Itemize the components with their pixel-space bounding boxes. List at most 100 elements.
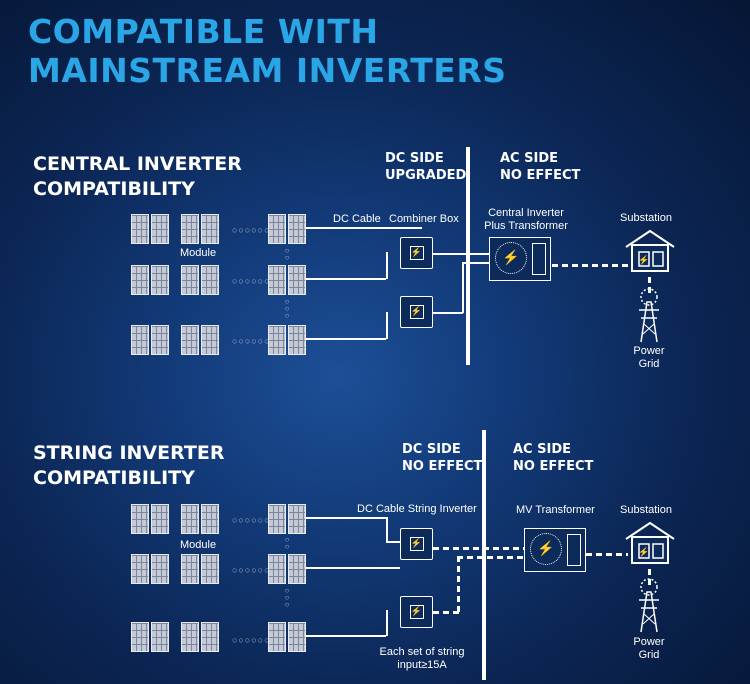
solar-panel-icon xyxy=(151,265,169,295)
ac-connection-dashed-line xyxy=(457,556,524,559)
dc-cable-wire xyxy=(306,227,422,229)
solar-panel-icon xyxy=(131,325,149,355)
solar-panel-icon xyxy=(131,265,149,295)
solar-panel-icon xyxy=(131,214,149,244)
string-input-note: Each set of string input≥15A xyxy=(366,646,478,672)
solar-panel-icon xyxy=(151,214,169,244)
solar-panel-icon xyxy=(201,622,219,652)
continuation-dots: ○○○○○○ xyxy=(232,336,271,346)
page-headline: COMPATIBLE WITH MAINSTREAM INVERTERS xyxy=(28,12,507,90)
inverter-label-line-1: Central Inverter xyxy=(488,207,564,219)
dc-cable-wire xyxy=(386,312,388,339)
continuation-dots: ○○○○○○ xyxy=(232,635,271,645)
string-inverter-icon: ⚡ xyxy=(400,528,433,560)
continuation-dots: ○○○○○○ xyxy=(232,276,271,286)
cabinet-icon xyxy=(567,534,581,566)
inverter-label-line-2: Plus Transformer xyxy=(484,220,568,232)
svg-text:⚡: ⚡ xyxy=(638,546,649,558)
continuation-dots-vertical: ○○ xyxy=(284,246,290,262)
mv-transformer-label: MV Transformer xyxy=(516,504,595,516)
solar-panel-icon xyxy=(151,554,169,584)
solar-panel-icon xyxy=(288,325,306,355)
solar-panel-icon xyxy=(201,504,219,534)
central-inverter-label: Central Inverter Plus Transformer xyxy=(476,207,576,233)
dc-cable-wire xyxy=(306,278,386,280)
power-grid-tower-icon xyxy=(639,578,659,633)
string-ac-side-label: AC SIDE NO EFFECT xyxy=(513,441,593,475)
central-section-title: CENTRAL INVERTER COMPATIBILITY xyxy=(33,152,242,202)
ac-connection-dashed-line xyxy=(586,553,628,556)
solar-panel-icon xyxy=(181,325,199,355)
headline-line-1: COMPATIBLE WITH xyxy=(28,12,379,51)
continuation-dots-vertical: ○○○ xyxy=(284,297,290,320)
string-substation-label: Substation xyxy=(620,504,672,516)
combiner-output-wire xyxy=(462,262,464,313)
central-title-line-1: CENTRAL INVERTER xyxy=(33,153,242,175)
power-grid-tower-icon xyxy=(639,288,659,343)
solar-panel-icon xyxy=(268,554,286,584)
solar-panel-icon xyxy=(268,504,286,534)
dc-cable-wire xyxy=(306,517,386,519)
solar-panel-icon xyxy=(268,325,286,355)
ac-side-line-2: NO EFFECT xyxy=(500,168,581,183)
solar-panel-icon xyxy=(288,265,306,295)
inverter-box-icon: ⚡ xyxy=(409,537,424,551)
continuation-dots: ○○○○○○ xyxy=(232,515,271,525)
ac-connection-dashed-line xyxy=(433,611,459,614)
string-title-line-1: STRING INVERTER xyxy=(33,442,225,464)
solar-panel-icon xyxy=(201,554,219,584)
dc-cable-wire xyxy=(306,635,386,637)
string-grid-label: Power Grid xyxy=(626,636,672,662)
dc-cable-wire xyxy=(386,610,388,636)
solar-panel-icon xyxy=(181,554,199,584)
central-ac-side-label: AC SIDE NO EFFECT xyxy=(500,150,580,184)
transformer-coil-icon: ⚡ xyxy=(530,533,562,565)
solar-panel-icon xyxy=(131,504,149,534)
string-dc-ac-divider xyxy=(482,430,486,680)
central-title-line-2: COMPATIBILITY xyxy=(33,178,195,200)
combiner-box-icon: ⚡ xyxy=(400,296,433,328)
dc-side-line-1: DC SIDE xyxy=(402,442,461,457)
dc-cable-wire xyxy=(386,252,388,279)
solar-panel-icon xyxy=(288,214,306,244)
central-substation-label: Substation xyxy=(620,212,672,224)
solar-panel-icon xyxy=(131,622,149,652)
grid-label-line-2: Grid xyxy=(638,358,660,370)
combiner-output-wire xyxy=(433,253,489,255)
solar-panel-icon xyxy=(268,214,286,244)
central-dc-ac-divider xyxy=(466,147,470,365)
string-inverter-icon: ⚡ xyxy=(400,596,433,628)
dc-cable-wire xyxy=(386,541,400,543)
headline-line-2: MAINSTREAM INVERTERS xyxy=(28,51,507,90)
ac-connection-dashed-line xyxy=(457,556,460,612)
grid-label-line-1: Power xyxy=(633,345,665,357)
svg-text:⚡: ⚡ xyxy=(638,254,649,266)
central-module-label: Module xyxy=(180,247,217,259)
solar-panel-icon xyxy=(181,214,199,244)
solar-panel-icon xyxy=(268,622,286,652)
dc-side-line-1: DC SIDE xyxy=(385,151,444,166)
combiner-output-wire xyxy=(462,262,489,264)
central-inverter-transformer-icon: ⚡ xyxy=(489,237,551,281)
dc-side-line-2: UPGRADED xyxy=(385,168,467,183)
inverter-box-icon: ⚡ xyxy=(409,246,424,260)
continuation-dots-vertical: ○○ xyxy=(284,535,290,551)
solar-panel-icon xyxy=(268,265,286,295)
solar-panel-icon xyxy=(288,622,306,652)
grid-label-line-2: Grid xyxy=(638,649,660,661)
continuation-dots: ○○○○○○ xyxy=(232,565,271,575)
ac-side-line-2: NO EFFECT xyxy=(513,459,594,474)
dc-cable-wire xyxy=(306,567,400,569)
grid-dashed-line xyxy=(648,565,651,585)
cabinet-icon xyxy=(532,243,546,275)
solar-panel-icon xyxy=(201,325,219,355)
grid-label-line-1: Power xyxy=(633,636,665,648)
string-dc-side-label: DC SIDE NO EFFECT xyxy=(402,441,482,475)
transformer-coil-icon: ⚡ xyxy=(495,242,527,274)
solar-panel-icon xyxy=(151,325,169,355)
combiner-box-icon: ⚡ xyxy=(400,237,433,269)
combiner-output-wire xyxy=(433,312,463,314)
ac-side-line-1: AC SIDE xyxy=(500,151,558,166)
note-line-2: input≥15A xyxy=(397,659,447,671)
solar-panel-icon xyxy=(181,265,199,295)
